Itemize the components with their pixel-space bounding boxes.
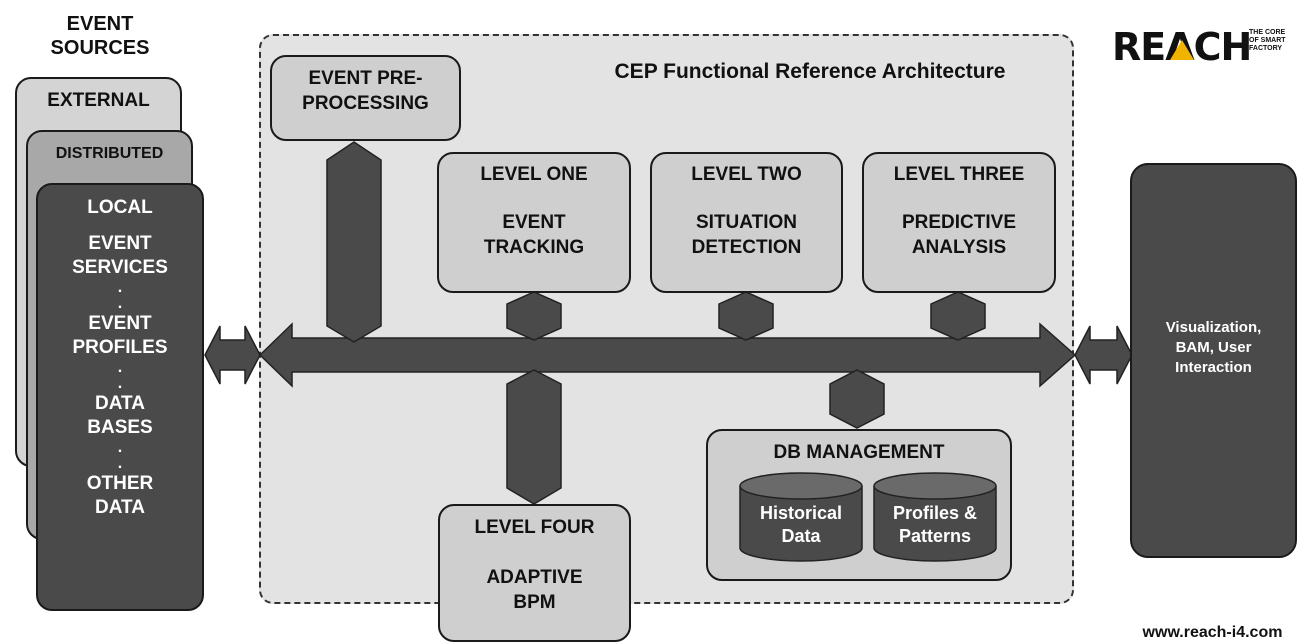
cep-title: CEP Functional Reference Architecture <box>614 60 1006 83</box>
db-connector <box>829 369 885 429</box>
event-sources-title: EVENT SOURCES <box>50 13 150 59</box>
distributed-label: DISTRIBUTED <box>55 145 164 162</box>
level-two-body: SITUATION DETECTION <box>691 212 802 258</box>
local-item: LOCAL <box>87 197 153 218</box>
local-item: EVENT PROFILES <box>72 313 168 358</box>
level-three-heading: LEVEL THREE <box>893 164 1025 185</box>
level-three-body: PREDICTIVE ANALYSIS <box>901 212 1017 258</box>
website-url: www.reach-i4.com <box>1142 624 1283 641</box>
local-item: . . <box>117 279 123 312</box>
output-panel <box>1130 163 1297 558</box>
db-management-title: DB MANAGEMENT <box>773 442 945 463</box>
preprocessing-connector <box>326 141 382 343</box>
logo-triangle-icon <box>1170 40 1194 60</box>
level-one-heading: LEVEL ONE <box>480 164 588 185</box>
logo-tagline: THE CORE OF SMART FACTORY <box>1249 29 1286 52</box>
local-item: OTHER DATA <box>86 473 154 518</box>
level-three-box <box>862 152 1056 293</box>
local-item: . . <box>117 359 123 392</box>
profiles-patterns-cylinder <box>873 472 997 562</box>
reach-logo: REACH THE CORE OF SMART FACTORY <box>1112 26 1297 71</box>
level-two-box <box>650 152 843 293</box>
local-item: DATA BASES <box>87 393 153 438</box>
local-item: EVENT SERVICES <box>72 233 168 278</box>
preprocessing-label: EVENT PRE- PROCESSING <box>302 68 429 114</box>
historical-data-cylinder <box>739 472 863 562</box>
preprocessing-box <box>270 55 461 141</box>
input-arrow <box>204 325 261 385</box>
level-two-heading: LEVEL TWO <box>691 164 802 185</box>
level-one-body: EVENT TRACKING <box>483 212 585 258</box>
level-four-box <box>438 504 631 642</box>
level-four-connector <box>506 369 562 505</box>
local-items: LOCAL EVENT SERVICES . . EVENT PROFILES … <box>36 196 204 520</box>
output-label: Visualization, BAM, User Interaction <box>1165 319 1262 376</box>
level-four-body: ADAPTIVE BPM <box>486 567 583 613</box>
level-one-box <box>437 152 631 293</box>
local-panel <box>36 183 204 611</box>
level-four-heading: LEVEL FOUR <box>474 517 595 538</box>
profiles-patterns-label: Profiles & Patterns <box>892 503 978 546</box>
external-label: EXTERNAL <box>47 90 150 111</box>
historical-data-label: Historical Data <box>759 503 843 546</box>
local-item: . . <box>117 439 123 472</box>
